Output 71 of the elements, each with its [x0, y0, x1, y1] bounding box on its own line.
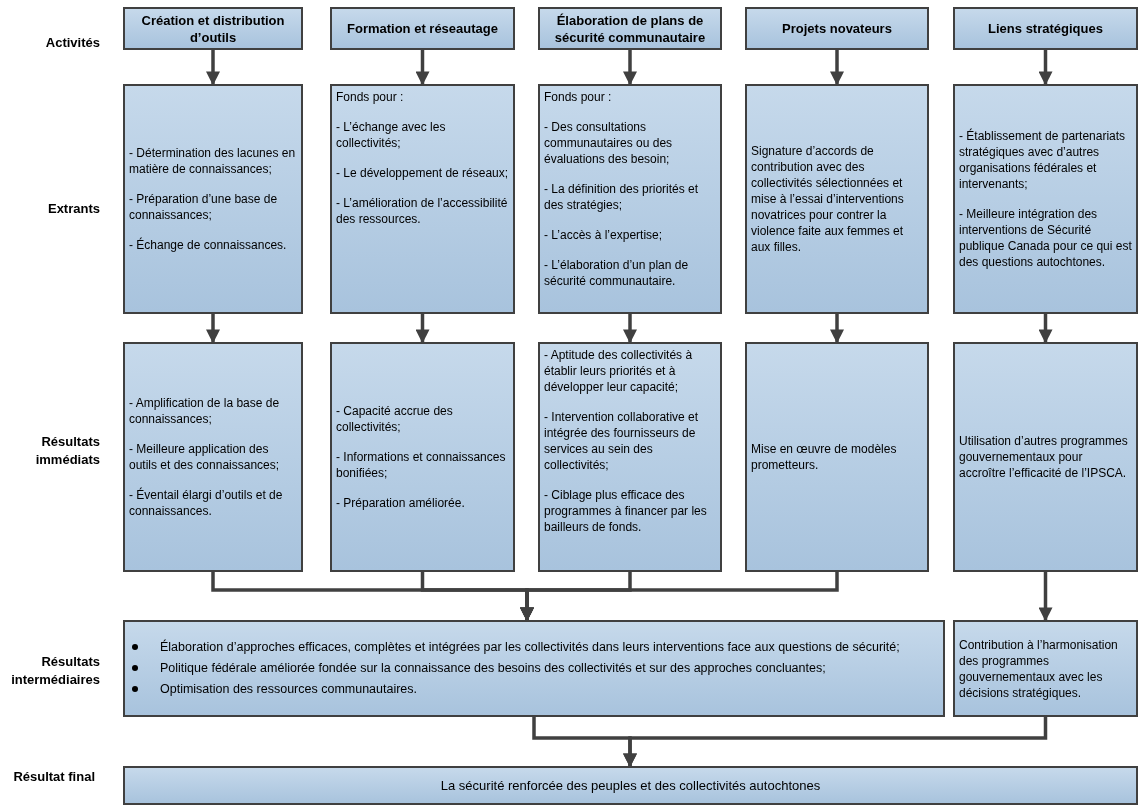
box-text: - L’échange avec les collectivités; [336, 119, 447, 151]
box-text: - La définition des priorités et des stratégies; [544, 181, 700, 213]
activity-box [538, 7, 722, 50]
box-text: - Informations et connaissances bonifiées; [336, 449, 507, 481]
outcome-box [745, 342, 929, 572]
outcome-box [123, 84, 303, 314]
activity-title: Liens stratégiques [988, 20, 1103, 37]
outcome-box [538, 342, 722, 572]
arrow [623, 717, 1048, 768]
arrow [415, 314, 430, 344]
box-text: - Préparation améliorée. [336, 495, 466, 511]
row-label: Résultats intermédiaires [10, 653, 100, 689]
box-text: - L’accès à l’expertise; [544, 227, 664, 243]
box-text: Fonds pour : [336, 89, 405, 105]
activity-title: Projets novateurs [782, 20, 892, 37]
box-text: - Le développement de réseaux; [336, 165, 509, 181]
box-text: Fonds pour : [544, 89, 613, 105]
box-text: - L’amélioration de l’accessibilité des ressources. [336, 195, 509, 227]
box-text: Contribution à l’harmonisation des programmes gouvernementaux avec les décisions stratégiques. [959, 636, 1119, 701]
arrow [206, 314, 220, 344]
box-text: - Éventail élargi d’outils et de connaissances. [129, 487, 284, 519]
outcome-box [953, 84, 1138, 314]
box-text: - Amplification de la base de connaissances; [129, 395, 281, 427]
box-text: - Préparation d’une base de connaissances; [129, 191, 279, 223]
activity-box [330, 7, 515, 50]
arrow [830, 50, 844, 86]
activity-title: Création et distribution d’outils [140, 11, 286, 46]
box-text: - Meilleure application des outils et des connaissances; [129, 441, 281, 473]
outcome-text: Optimisation des ressources communautaires. [160, 681, 418, 698]
arrow [830, 314, 844, 344]
activity-title: Formation et réseautage [347, 20, 498, 37]
row-label: Résultat final [12, 768, 95, 786]
box-text: - Capacité accrue des collectivités; [336, 403, 454, 435]
box-text: Utilisation d’autres programmes gouvernementaux pour accroître l’efficacité de l’IPSCA. [959, 433, 1129, 481]
outcome-box [953, 620, 1138, 717]
outcome-box [123, 620, 945, 717]
box-text: - Aptitude des collectivités à établir leurs priorités et à développer leur capacité; [544, 347, 694, 395]
box-text: Mise en œuvre de modèles prometteurs. [751, 441, 898, 473]
box-text: Signature d’accords de contribution avec des collectivités sélectionnées et mise à l’essai d’interventions novatrices pour contrer la violence faite aux femmes et aux filles. [751, 143, 905, 255]
row-label: Extrants [46, 200, 100, 218]
box-text: - Établissement de partenariats stratégiques avec d’autres organisations fédérales et intervenants; [959, 128, 1127, 192]
outcome-box [123, 342, 303, 572]
arrow [623, 50, 637, 86]
box-text: - Des consultations communautaires ou des évaluations des besoin; [544, 119, 674, 167]
arrow [1038, 314, 1053, 344]
arrow [415, 50, 430, 86]
activity-box [745, 7, 929, 50]
activity-box [953, 7, 1138, 50]
final-outcome-text: La sécurité renforcée des peuples et des collectivités autochtones [440, 776, 821, 795]
box-text: - Échange de connaissances. [129, 237, 288, 253]
outcome-box [330, 342, 515, 572]
arrow [206, 50, 220, 86]
outcome-box [538, 84, 722, 314]
outcome-text: Politique fédérale améliorée fondée sur la connaissance des besoins des collectivités et sur des approches concluantes; [160, 660, 826, 677]
activity-box [123, 7, 303, 50]
arrow [623, 314, 637, 344]
outcome-box [953, 342, 1138, 572]
box-text: - L’élaboration d’un plan de sécurité communautaire. [544, 257, 690, 289]
outcome-text: Élaboration d’approches efficaces, complètes et intégrées par les collectivités dans leurs interventions face aux questions de sécurité; [160, 639, 900, 656]
arrow [1038, 50, 1053, 86]
row-label: Résultats immédiats [34, 433, 100, 469]
arrow [1038, 572, 1053, 622]
box-text: - Ciblage plus efficace des programmes à financer par les bailleurs de fonds. [544, 487, 708, 535]
outcome-box [123, 766, 1138, 805]
box-text: - Détermination des lacunes en matière de connaissances; [129, 145, 297, 177]
row-label: Activités [44, 34, 100, 52]
box-text: - Meilleure intégration des interventions de Sécurité publique Canada pour ce qui est des questions autochtones. [959, 206, 1132, 270]
outcome-box [745, 84, 929, 314]
box-text: - Intervention collaborative et intégrée des fournisseurs de services au sein des collectivités; [544, 409, 700, 473]
outcome-box [330, 84, 515, 314]
activity-title: Élaboration de plans de sécurité communautaire [553, 11, 707, 46]
